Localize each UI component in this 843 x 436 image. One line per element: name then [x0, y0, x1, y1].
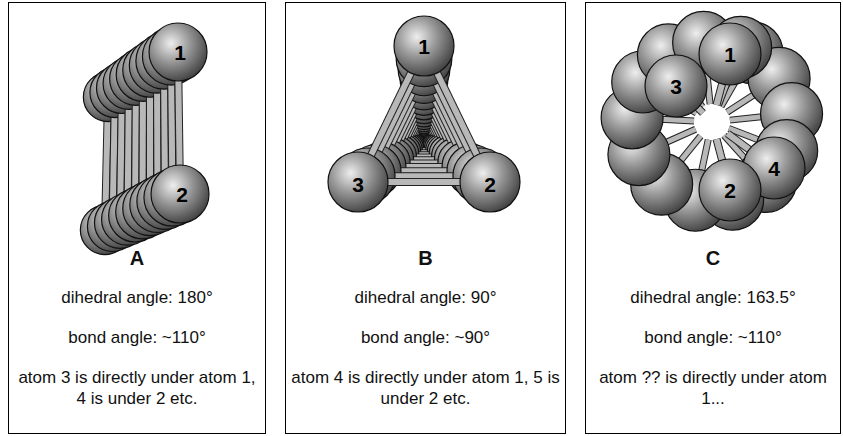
panel-text: Adihedral angle: 180° bond angle: ~110° at…: [13, 248, 261, 428]
atom-number: 3: [670, 76, 682, 97]
panel-caption: bond angle: ~90°: [290, 327, 561, 348]
panel-caption: dihedral angle: 90°: [290, 287, 561, 308]
atom-number: 2: [724, 180, 736, 201]
atom-sphere: [328, 152, 388, 212]
panel-caption: dihedral angle: 180°: [13, 287, 261, 308]
atom-number: 4: [768, 158, 780, 179]
atom-number: 1: [174, 42, 186, 63]
panel-letter: C: [590, 248, 836, 269]
atom-number: 3: [352, 174, 364, 195]
atom-number: 1: [724, 44, 736, 65]
panel-box: Cdihedral angle: 163.5° bond angle: ~110°…: [585, 2, 841, 434]
atom-sphere: [151, 165, 209, 223]
panel-letter: B: [290, 248, 561, 269]
atom-sphere: [699, 23, 761, 85]
panel-caption: bond angle: ~110°: [13, 327, 261, 348]
atom-number: 2: [176, 184, 188, 205]
atom-sphere: [645, 55, 707, 117]
atom-sphere: [149, 23, 207, 81]
panel-caption: atom 3 is directly under atom 1, 4 is un…: [13, 367, 261, 409]
panel-caption: atom ?? is directly under atom 1...: [590, 367, 836, 409]
atom-number: 1: [418, 36, 430, 57]
panel-text: Cdihedral angle: 163.5° bond angle: ~110°…: [590, 248, 836, 428]
atom-sphere: [460, 152, 520, 212]
panel-caption: dihedral angle: 163.5°: [590, 287, 836, 308]
atom-number: 2: [484, 174, 496, 195]
atom-sphere: [394, 16, 454, 76]
panel-caption: atom 4 is directly under atom 1, 5 is un…: [290, 367, 561, 409]
atom-sphere: [699, 159, 761, 221]
panel-text: Bdihedral angle: 90° bond angle: ~90° atom…: [290, 248, 561, 428]
panel-letter: A: [13, 248, 261, 269]
panel-box: Bdihedral angle: 90° bond angle: ~90° atom…: [285, 2, 566, 434]
panel-caption: bond angle: ~110°: [590, 327, 836, 348]
panel-box: Adihedral angle: 180° bond angle: ~110° at…: [8, 2, 266, 434]
